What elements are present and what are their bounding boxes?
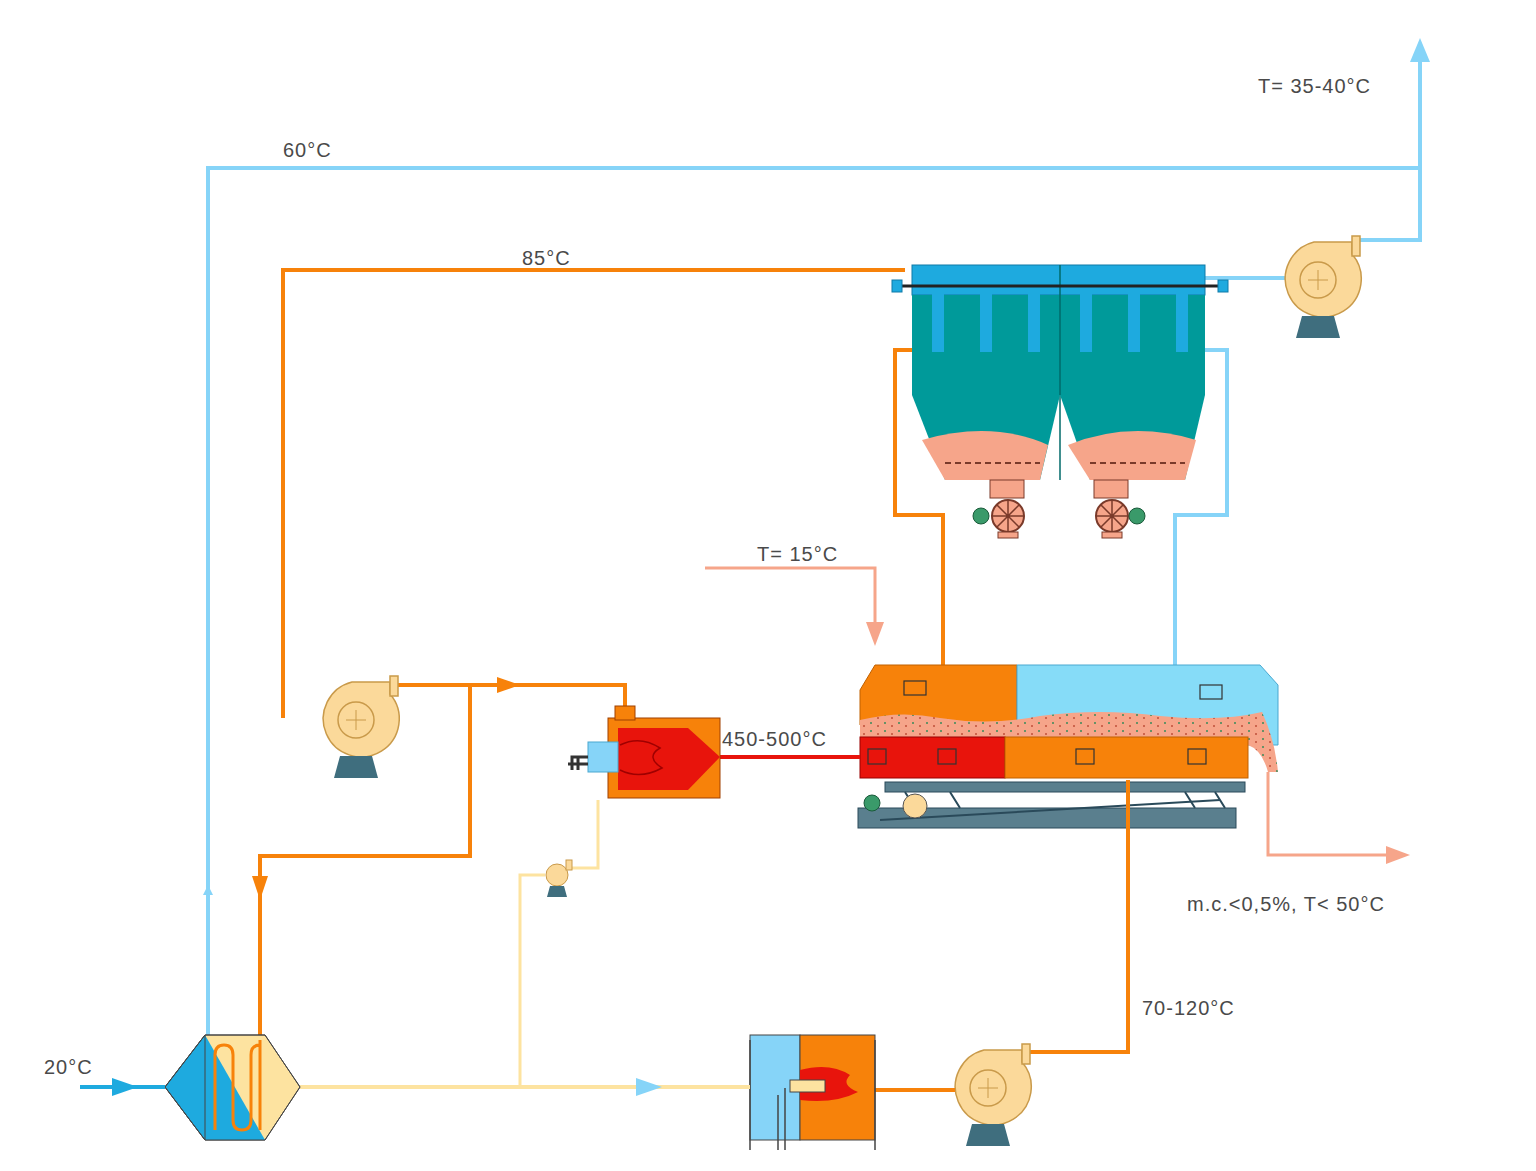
temperature-label: T= 15°C bbox=[757, 544, 838, 564]
temperature-label: 450-500°C bbox=[722, 729, 827, 749]
temperature-label: m.c.<0,5%, T< 50°C bbox=[1187, 894, 1385, 914]
temperature-label: T= 35-40°C bbox=[1258, 76, 1371, 96]
temperature-label: 20°C bbox=[44, 1057, 93, 1077]
temperature-label: 60°C bbox=[283, 140, 332, 160]
temperature-label: 85°C bbox=[522, 248, 571, 268]
temperature-label: 70-120°C bbox=[1142, 998, 1235, 1018]
